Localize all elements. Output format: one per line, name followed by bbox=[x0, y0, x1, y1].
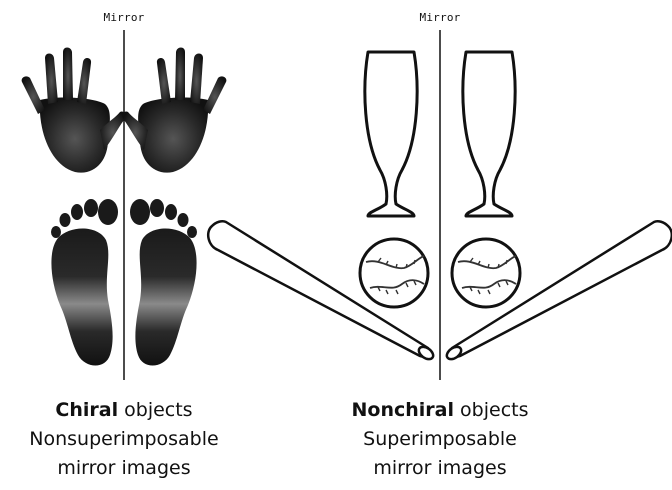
nonchiral-caption-bold: Nonchiral bbox=[352, 399, 455, 421]
chiral-caption-rest: objects bbox=[118, 399, 193, 421]
left-footprint bbox=[51, 199, 118, 366]
chiral-caption-bold: Chiral bbox=[55, 399, 118, 421]
nonchiral-caption-line3: mirror images bbox=[290, 454, 590, 483]
chiral-caption-line2: Nonsuperimposable bbox=[0, 425, 274, 454]
right-baseball bbox=[452, 239, 520, 307]
left-handprint bbox=[22, 48, 126, 173]
chiral-caption: Chiral objects Nonsuperimposable mirror … bbox=[0, 396, 274, 483]
left-baseball bbox=[360, 239, 428, 307]
nonchiral-caption-line2: Superimposable bbox=[290, 425, 590, 454]
left-goblet bbox=[365, 52, 417, 216]
nonchiral-caption-rest: objects bbox=[454, 399, 529, 421]
nonchiral-caption: Nonchiral objects Superimposable mirror … bbox=[290, 396, 590, 483]
right-handprint bbox=[122, 48, 226, 173]
left-mirror-label: Mirror bbox=[104, 11, 145, 24]
right-goblet bbox=[463, 52, 515, 216]
right-mirror-label: Mirror bbox=[420, 11, 461, 24]
right-footprint bbox=[130, 199, 197, 366]
nonchiral-caption-line1: Nonchiral objects bbox=[290, 396, 590, 425]
chiral-caption-line1: Chiral objects bbox=[0, 396, 274, 425]
chiral-caption-line3: mirror images bbox=[0, 454, 274, 483]
